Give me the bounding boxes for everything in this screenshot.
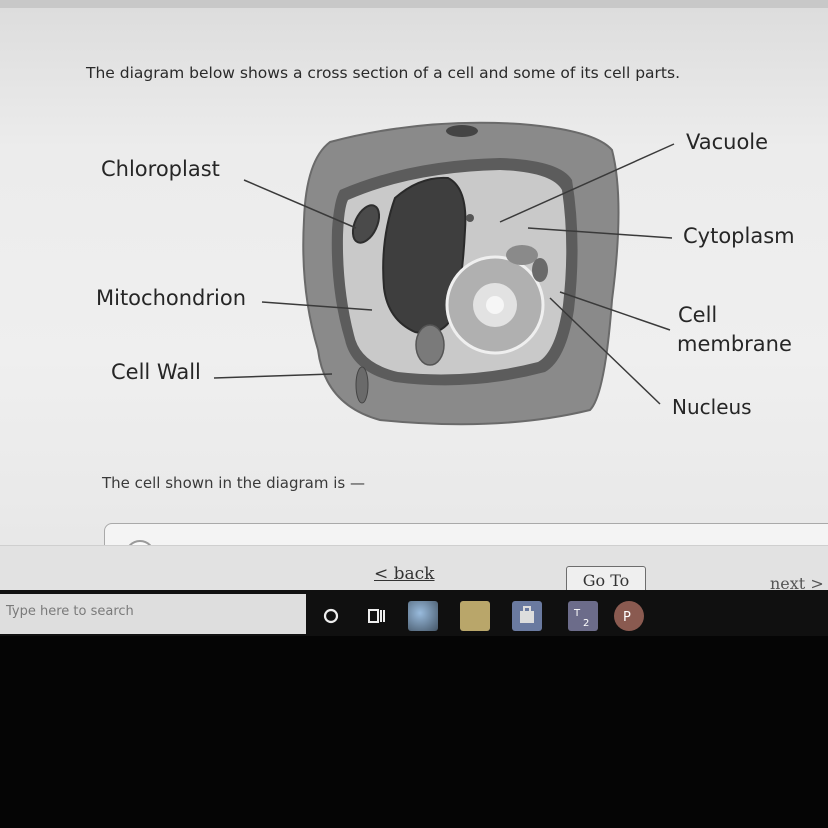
label-mitochondrion: Mitochondrion [96, 286, 247, 310]
chloroplast-leader [243, 179, 357, 229]
cytoplasm-leader [527, 227, 673, 239]
cell-diagram [213, 121, 675, 426]
store-icon[interactable] [512, 601, 542, 631]
search-placeholder: Type here to search [6, 604, 134, 619]
label-nucleus: Nucleus [672, 395, 752, 419]
label-cell-membrane-line2: membrane [677, 332, 792, 356]
svg-text:T: T [573, 608, 581, 619]
edge-icon[interactable] [408, 601, 438, 631]
file-explorer-icon[interactable] [460, 601, 490, 631]
label-vacuole: Vacuole [686, 130, 769, 154]
powerpoint-icon[interactable]: P [614, 601, 644, 631]
label-chloroplast: Chloroplast [101, 157, 220, 181]
nucleus-leader [549, 297, 661, 405]
mitochondrion-shape [415, 324, 445, 366]
leader-lines [213, 143, 675, 405]
question-prompt: The cell shown in the diagram is — [102, 474, 366, 492]
label-cytoplasm: Cytoplasm [683, 224, 795, 248]
mitochondrion-leader [261, 301, 373, 311]
cell-membrane-leader [559, 291, 671, 331]
top-border [0, 0, 828, 8]
browser-viewport: The diagram below shows a cross section … [0, 0, 828, 597]
task-view-icon[interactable] [358, 598, 394, 634]
vacuole-leader [499, 143, 675, 223]
svg-text:2: 2 [583, 618, 589, 629]
back-link[interactable]: < back [374, 564, 435, 584]
label-cell-wall: Cell Wall [111, 360, 201, 384]
navigation-bar [0, 545, 828, 597]
svg-text:P: P [623, 610, 631, 625]
next-link[interactable]: next > [770, 574, 824, 593]
label-cell-membrane-line1: Cell [678, 303, 718, 327]
cortana-circle-icon[interactable] [313, 598, 349, 634]
question-text: The diagram below shows a cross section … [86, 64, 680, 82]
cell-wall-leader [213, 373, 333, 379]
taskbar-search-input[interactable]: Type here to search [0, 594, 306, 634]
chloroplast-shape [351, 204, 381, 244]
